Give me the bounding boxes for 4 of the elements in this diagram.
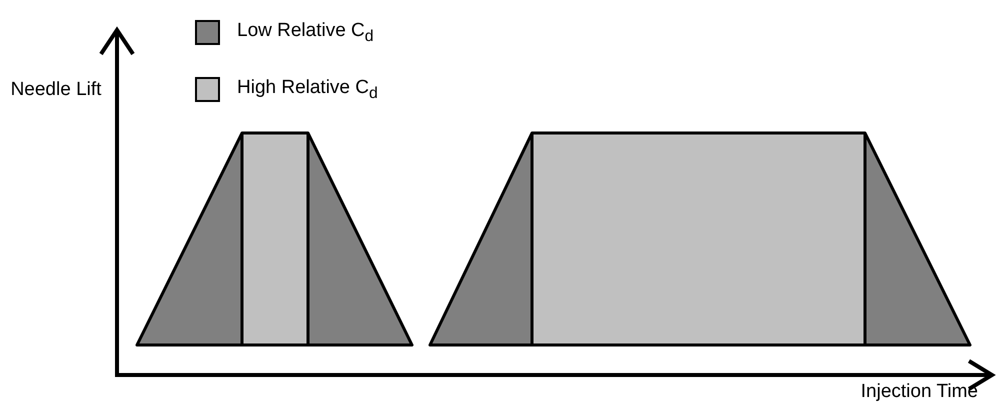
legend-label: Low Relative C$_{d}$ — [237, 20, 374, 46]
legend-label: High Relative C$_{d}$ — [237, 77, 378, 103]
axis-label: Needle Lift — [10, 78, 102, 102]
axis-label: Injection Time — [860, 380, 978, 404]
